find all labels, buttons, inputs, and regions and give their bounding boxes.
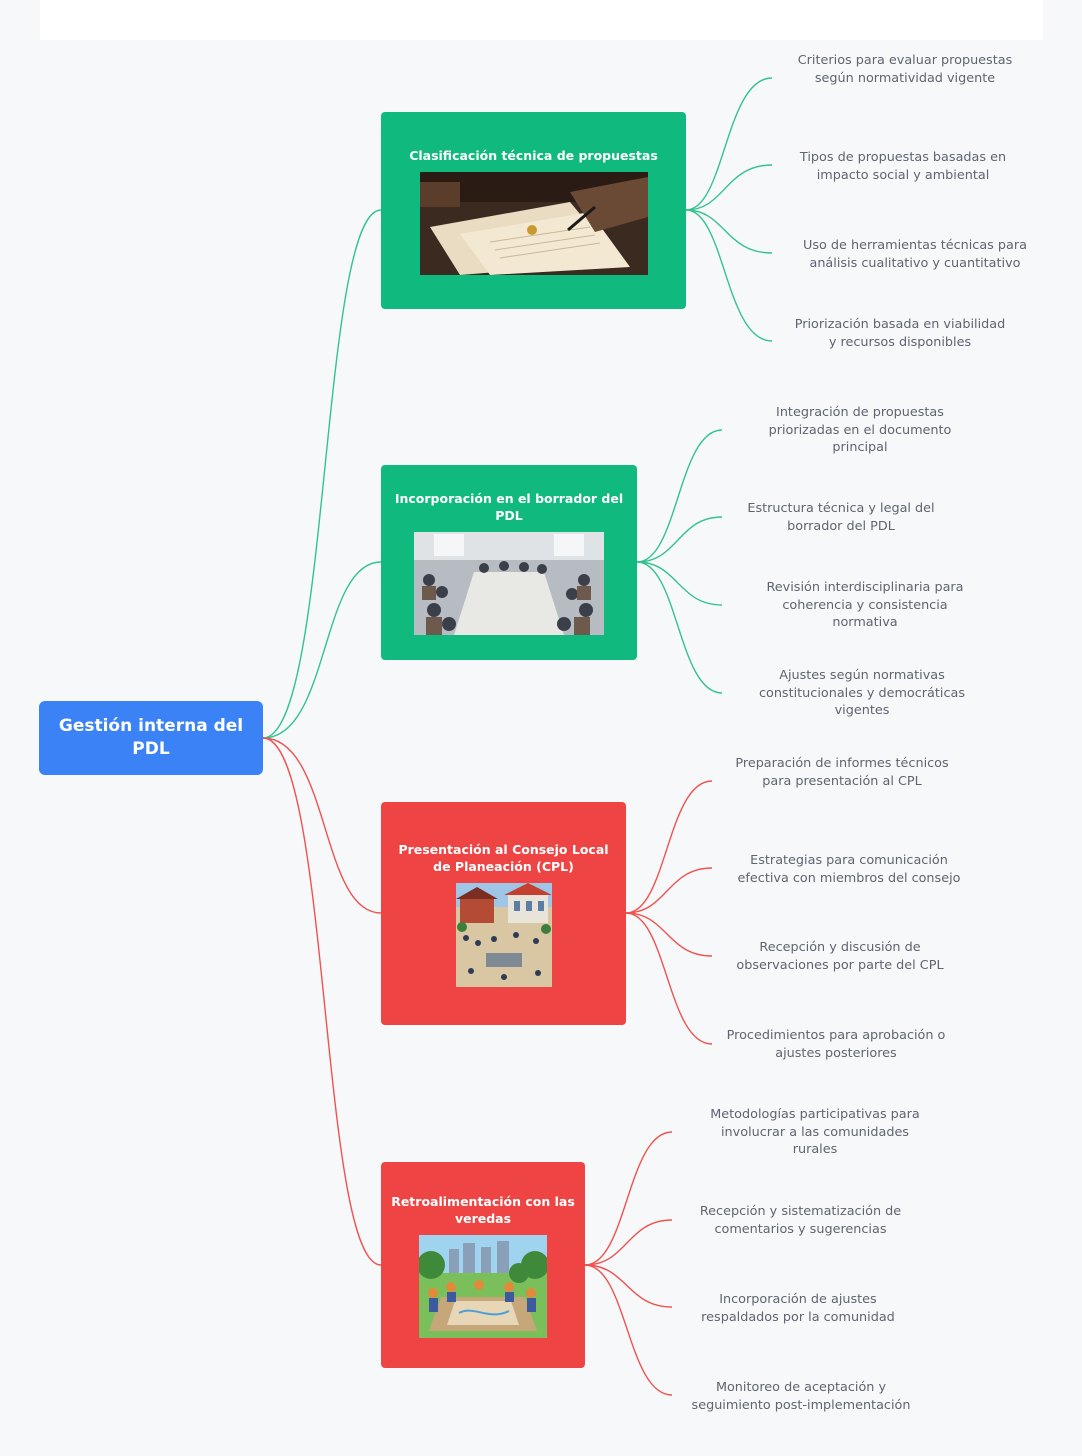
signing-documents-photo (419, 171, 648, 275)
community-gathering-illustration (419, 1234, 547, 1338)
leaf-node[interactable]: Revisión interdisciplinaria para coheren… (766, 580, 964, 630)
meeting-room-photo (414, 532, 604, 635)
branch-node-4[interactable]: Retroalimentación con las veredas (381, 1162, 585, 1368)
link-root-branch-4 (262, 737, 382, 1266)
town-hall-illustration (455, 882, 552, 987)
leaf-node[interactable]: Criterios para evaluar propuestas según … (797, 53, 1013, 86)
leaf-node[interactable]: Estructura técnica y legal del borrador … (747, 501, 935, 534)
branch-title: Retroalimentación con las veredas (391, 1193, 575, 1226)
leaf-node[interactable]: Recepción y discusión de observaciones p… (736, 940, 944, 973)
leaf-node[interactable]: Tipos de propuestas basadas en impacto s… (799, 150, 1007, 183)
branch-node-1[interactable]: Clasificación técnica de propuestas (381, 112, 686, 309)
root-node[interactable]: Gestión interna del PDL (39, 701, 263, 775)
leaf-node[interactable]: Uso de herramientas técnicas para anális… (803, 238, 1027, 271)
top-white-strip (40, 0, 1043, 40)
leaf-node[interactable]: Priorización basada en viabilidad y recu… (794, 317, 1006, 350)
link-root-branch-1 (262, 209, 382, 739)
leaf-node[interactable]: Estrategias para comunicación efectiva c… (737, 853, 961, 886)
leaf-node[interactable]: Monitoreo de aceptación y seguimiento po… (691, 1380, 911, 1413)
link-root-branch-3 (262, 737, 382, 914)
branch-node-3[interactable]: Presentación al Consejo Local de Planeac… (381, 802, 626, 1025)
leaf-node[interactable]: Ajustes según normativas constitucionale… (758, 668, 966, 718)
branch-title: Incorporación en el borrador del PDL (394, 491, 624, 523)
root-label: Gestión interna del PDL (58, 716, 244, 759)
link-root-branch-2 (262, 561, 382, 739)
leaf-node[interactable]: Metodologías participativas para involuc… (710, 1107, 920, 1157)
leaf-node[interactable]: Preparación de informes técnicos para pr… (735, 756, 949, 789)
leaf-node[interactable]: Incorporación de ajustes respaldados por… (701, 1292, 895, 1325)
leaf-node[interactable]: Integración de propuestas priorizadas en… (768, 405, 952, 455)
branch-node-2[interactable]: Incorporación en el borrador del PDL (381, 465, 637, 660)
branch-title: Clasificación técnica de propuestas (409, 147, 658, 163)
leaf-node[interactable]: Procedimientos para aprobación o ajustes… (726, 1028, 946, 1061)
branch-title: Presentación al Consejo Local de Planeac… (398, 841, 609, 874)
leaf-node[interactable]: Recepción y sistematización de comentari… (699, 1204, 902, 1237)
